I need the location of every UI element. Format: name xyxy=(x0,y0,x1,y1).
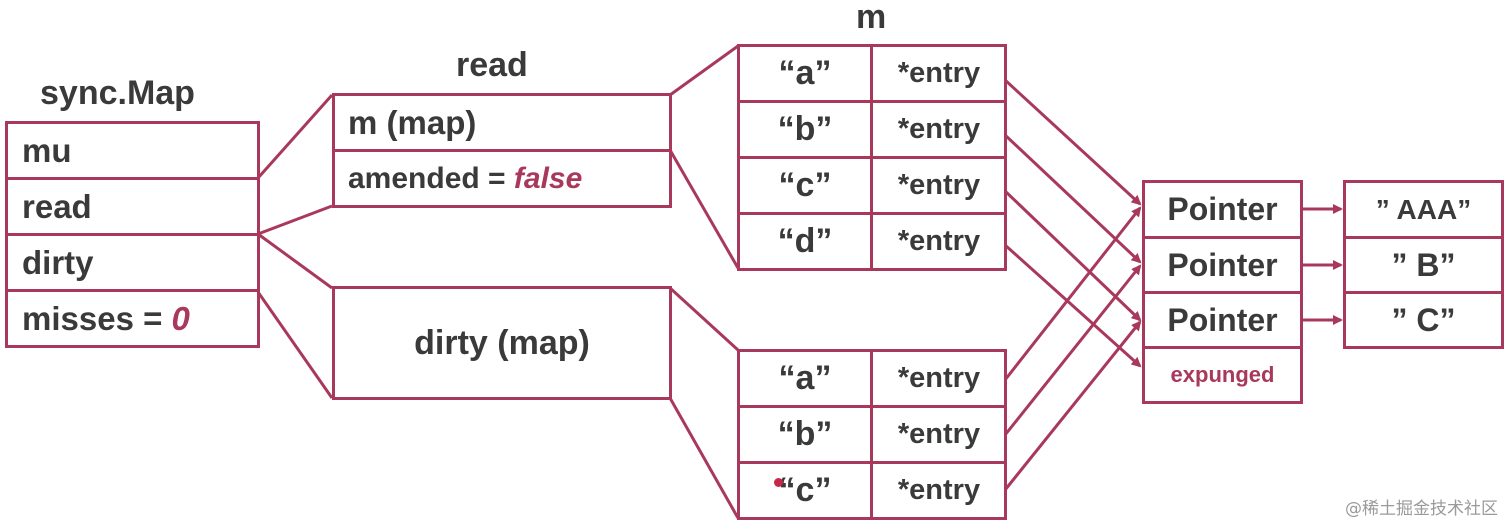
pointer-divider-3 xyxy=(1142,346,1303,349)
link-dirty-map-bottom xyxy=(668,397,740,519)
dirty-map-key-a: “a” xyxy=(778,359,832,397)
value-aaa: ” AAA” xyxy=(1375,193,1472,225)
pointer-expunged: expunged xyxy=(1170,362,1275,387)
dirty-map-val-c: *entry xyxy=(897,474,981,506)
link-read-m-top xyxy=(669,44,739,97)
dirty-map-row-divider-1 xyxy=(737,405,1007,408)
syncmap-divider-3 xyxy=(5,289,260,292)
dirty-map-val-b: *entry xyxy=(897,418,981,450)
pointer-divider-2 xyxy=(1142,291,1303,294)
pointer-divider-1 xyxy=(1142,236,1303,239)
read-map-row-divider-3 xyxy=(737,212,1007,215)
dirty-map-key-c: “c” xyxy=(778,471,832,509)
syncmap-divider-1 xyxy=(5,177,260,180)
syncmap-field-mu: mu xyxy=(22,124,72,178)
syncmap-field-misses-label: misses = xyxy=(22,300,172,337)
value-divider-2 xyxy=(1343,291,1504,294)
dirty-struct xyxy=(332,286,672,400)
syncmap-field-misses: misses = 0 xyxy=(22,292,190,346)
arrow-read-a xyxy=(1003,78,1142,206)
link-syncmap-read-bottom xyxy=(257,204,333,236)
pointer-2: Pointer xyxy=(1167,246,1278,283)
pointer-3: Pointer xyxy=(1167,301,1278,338)
arrow-dirty-c xyxy=(1003,320,1142,491)
syncmap-title: sync.Map xyxy=(40,74,195,112)
link-syncmap-dirty-top xyxy=(257,232,333,290)
arrow-read-d xyxy=(1003,243,1142,368)
dirty-map-key-b: “b” xyxy=(777,415,833,453)
link-syncmap-read-top xyxy=(256,94,334,179)
read-map-row-divider-2 xyxy=(737,156,1007,159)
syncmap-divider-2 xyxy=(5,233,260,236)
link-syncmap-dirty-bottom xyxy=(256,291,334,399)
cursor-dot xyxy=(774,478,783,487)
read-map-key-a: “a” xyxy=(778,54,832,92)
read-amended-value: false xyxy=(513,162,583,195)
read-map-key-d: “d” xyxy=(777,222,833,260)
arrow-dirty-b xyxy=(1003,264,1142,436)
read-title: read xyxy=(456,46,528,84)
link-read-m-bottom xyxy=(668,149,740,269)
read-map-val-b: *entry xyxy=(897,113,981,145)
dirty-label: dirty (map) xyxy=(414,323,590,362)
read-map-title: m xyxy=(856,0,887,36)
link-dirty-map-top xyxy=(668,286,740,352)
read-map-row-divider-1 xyxy=(737,100,1007,103)
syncmap-field-read-label: read xyxy=(22,188,92,225)
read-divider xyxy=(332,149,672,152)
read-amended-field: amended = false xyxy=(348,152,582,206)
read-map-val-d: *entry xyxy=(897,225,981,257)
read-m-label: m (map) xyxy=(348,104,477,141)
read-map-val-a: *entry xyxy=(897,57,981,89)
read-m-field: m (map) xyxy=(348,96,476,150)
pointer-1: Pointer xyxy=(1167,191,1278,227)
arrow-read-c xyxy=(1003,189,1142,322)
read-map-key-b: “b” xyxy=(777,110,833,148)
read-map-val-c: *entry xyxy=(897,169,981,201)
value-b: ” B” xyxy=(1391,246,1456,283)
syncmap-field-read: read xyxy=(22,180,92,234)
value-table xyxy=(1343,180,1504,349)
dirty-map-row-divider-2 xyxy=(737,461,1007,464)
syncmap-field-misses-value: 0 xyxy=(171,300,190,337)
syncmap-field-dirty-label: dirty xyxy=(22,244,94,281)
watermark: @稀土掘金技术社区 xyxy=(1345,499,1498,519)
syncmap-field-mu-label: mu xyxy=(22,132,72,169)
dirty-map-col-divider xyxy=(870,349,873,520)
read-map-key-c: “c” xyxy=(778,166,832,204)
arrow-read-b xyxy=(1003,133,1142,264)
arrow-dirty-a xyxy=(1003,206,1142,381)
value-divider-1 xyxy=(1343,236,1504,239)
read-amended-label: amended = xyxy=(348,162,514,195)
dirty-map-val-a: *entry xyxy=(897,362,981,394)
syncmap-field-dirty: dirty xyxy=(22,236,94,290)
value-c: ” C” xyxy=(1391,301,1456,338)
